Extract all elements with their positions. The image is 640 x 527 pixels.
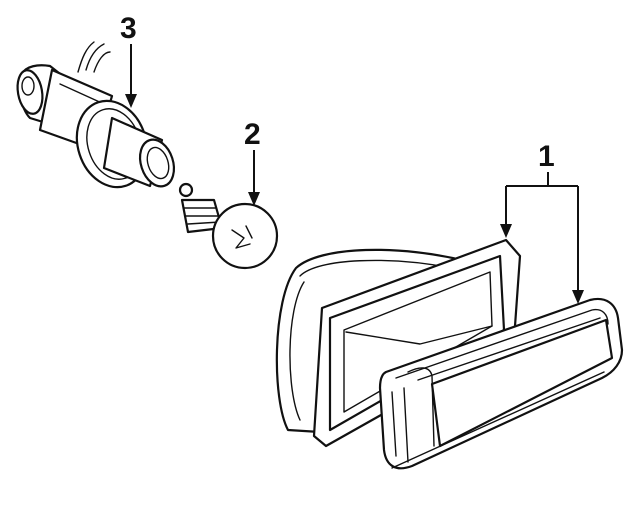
callout-1-label: 1 (538, 140, 555, 173)
socket-part[interactable] (14, 41, 179, 196)
lamp-housing-part[interactable] (275, 238, 522, 448)
callout-2-label: 2 (244, 118, 261, 151)
callout-1-arrowhead-right (572, 290, 584, 304)
lens-part[interactable] (378, 297, 624, 470)
callout-1: 1 (500, 140, 584, 304)
callout-3-label: 3 (120, 12, 137, 45)
callout-2: 2 (244, 118, 261, 206)
callout-2-arrowhead (248, 192, 260, 206)
callout-1-arrowhead-left (500, 224, 512, 238)
bulb-part[interactable] (178, 182, 279, 270)
callout-3-arrowhead (125, 94, 137, 108)
callout-3: 3 (120, 12, 137, 108)
